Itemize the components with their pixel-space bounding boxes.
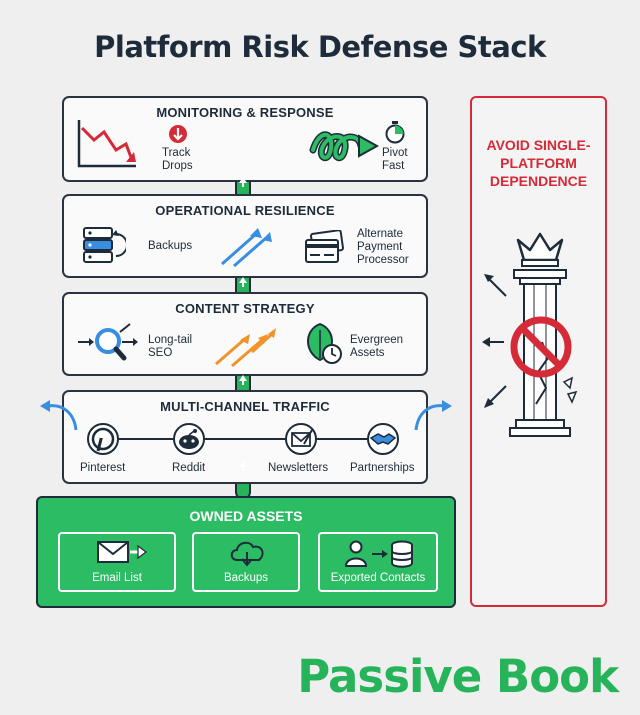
spine-small-arrow-icon <box>239 177 247 187</box>
layer-resilience: OPERATIONAL RESILIENCE Backups Alternate… <box>62 194 428 278</box>
down-arrow-icon <box>169 125 187 143</box>
traffic-item-partnerships: Partnerships <box>350 462 415 474</box>
traffic-connector-line <box>104 438 384 440</box>
stopwatch-icon <box>385 121 405 144</box>
page-title: Platform Risk Defense Stack <box>94 30 546 64</box>
right-curved-arrow-icon <box>414 400 452 431</box>
leaf-clock-icon <box>307 322 342 364</box>
person-database-icon <box>344 540 413 568</box>
avoid-panel: AVOID SINGLE-PLATFORM DEPENDENCE <box>470 96 607 607</box>
credit-card-icon <box>305 230 344 263</box>
reddit-icon <box>173 423 205 455</box>
traffic-item-pinterest: Pinterest <box>80 462 126 474</box>
handshake-icon <box>367 423 399 455</box>
content-item-long-tail-seo: Long-tail SEO <box>148 334 193 359</box>
prohibited-icon <box>510 316 572 378</box>
asset-exported-contacts: Exported Contacts <box>318 532 438 592</box>
traffic-item-newsletters: Newsletters <box>268 462 329 474</box>
envelope-icon <box>97 541 147 563</box>
rising-arrows-icon <box>215 328 276 368</box>
resilience-item-backups: Backups <box>148 240 193 252</box>
monitoring-item-track-drops: Track Drops <box>162 147 193 172</box>
monitoring-item-pivot-fast: Pivot Fast <box>382 147 408 172</box>
cloud-download-icon <box>230 541 264 567</box>
brand-logo-text: Passive Book <box>297 650 619 703</box>
layer-traffic: MULTI-CHANNEL TRAFFIC Pinterest Reddit N… <box>62 390 428 484</box>
asset-label-backups: Backups <box>223 572 269 584</box>
crowned-pillar-icon <box>482 232 578 437</box>
spine-small-arrow-icon <box>239 461 247 471</box>
layer-title-traffic: MULTI-CHANNEL TRAFFIC <box>160 399 330 414</box>
avoid-title: AVOID SINGLE-PLATFORM DEPENDENCE <box>486 137 591 189</box>
asset-label-email-list: Email List <box>92 572 142 584</box>
layer-title-content: CONTENT STRATEGY <box>175 301 315 316</box>
owned-assets-title: OWNED ASSETS <box>189 508 303 524</box>
layer-content: CONTENT STRATEGY Long-tail SEO Evergreen… <box>62 292 428 376</box>
magnifier-icon <box>78 323 138 361</box>
resilience-item-alternate-payment: Alternate Payment Processor <box>357 228 409 266</box>
left-curved-arrow-icon <box>40 400 78 431</box>
owned-assets-base: OWNED ASSETS Email List Backups Exported… <box>36 496 456 608</box>
newsletter-icon <box>285 423 317 455</box>
layer-monitoring: MONITORING & RESPONSE Track Drops Pivot … <box>62 96 428 182</box>
up-arrows-icon <box>221 228 272 268</box>
declining-chart-icon <box>77 120 136 168</box>
loop-arrow-icon <box>309 131 380 162</box>
spine-small-arrow-icon <box>239 277 247 287</box>
asset-label-exported-contacts: Exported Contacts <box>330 572 426 584</box>
layer-title-resilience: OPERATIONAL RESILIENCE <box>155 203 335 218</box>
server-backup-icon <box>83 227 126 263</box>
spine-small-arrow-icon <box>239 375 247 385</box>
pinterest-icon <box>87 423 119 455</box>
asset-email-list: Email List <box>58 532 176 592</box>
layer-title-monitoring: MONITORING & RESPONSE <box>156 105 334 120</box>
asset-backups: Backups <box>192 532 300 592</box>
traffic-item-reddit: Reddit <box>172 462 206 474</box>
content-item-evergreen-assets: Evergreen Assets <box>350 334 404 359</box>
